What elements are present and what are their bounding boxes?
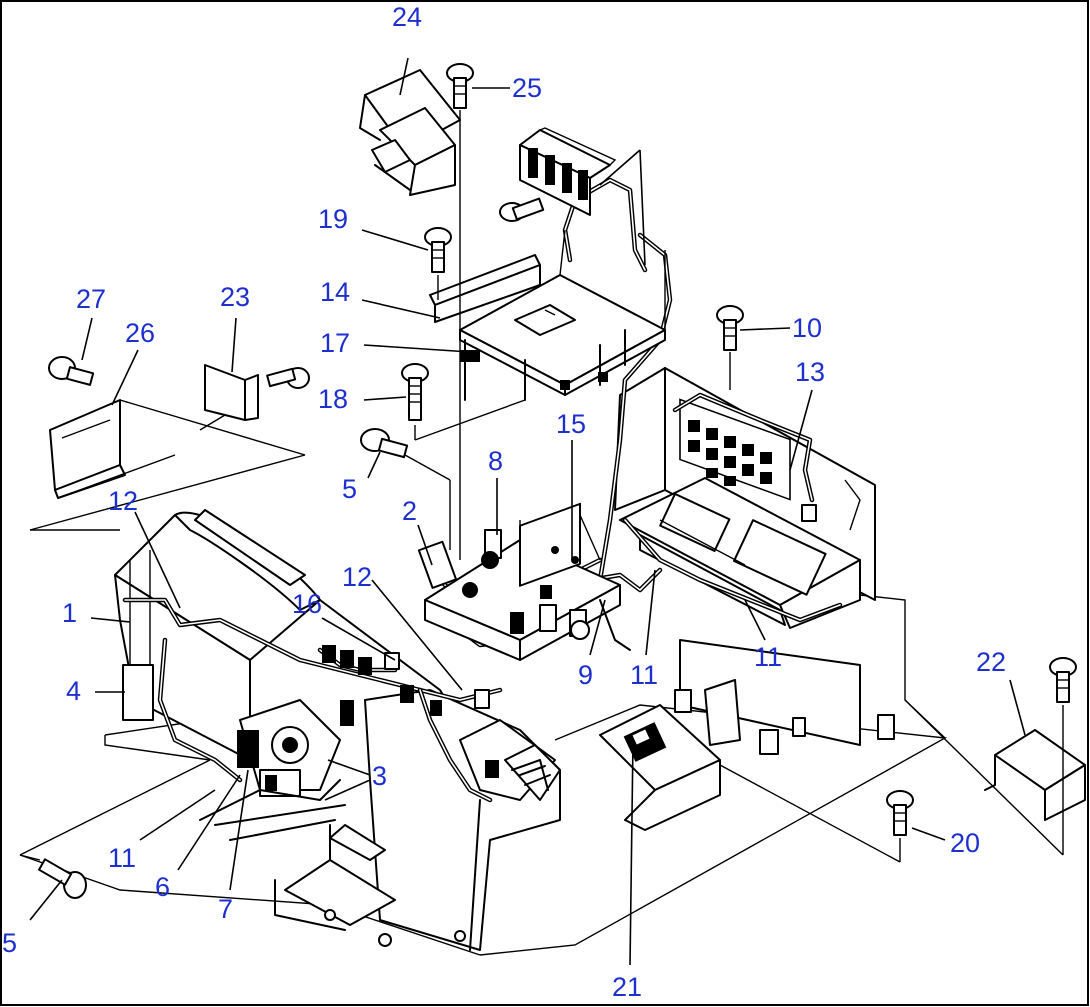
bolt-18 bbox=[401, 363, 526, 441]
callout-17: 17 bbox=[320, 328, 350, 358]
bracket-24 bbox=[359, 69, 461, 196]
callout-5-upper: 5 bbox=[342, 474, 357, 504]
leader-lines bbox=[29, 57, 1026, 966]
relay-grid bbox=[688, 420, 772, 486]
center-mechanism bbox=[199, 699, 346, 841]
callout-12-left: 12 bbox=[108, 486, 138, 516]
floor-components bbox=[674, 639, 895, 755]
connector-bolt bbox=[499, 197, 545, 222]
callout-12-right: 12 bbox=[342, 562, 372, 592]
bolt-25 bbox=[446, 63, 474, 560]
callout-3: 3 bbox=[372, 761, 387, 791]
callout-11-left: 11 bbox=[108, 843, 136, 873]
bolt-27 bbox=[48, 356, 95, 386]
callout-15: 15 bbox=[556, 409, 586, 439]
bolt-5-lower bbox=[19, 854, 87, 899]
callout-11-center: 11 bbox=[630, 660, 658, 690]
bolt-22 bbox=[1049, 657, 1077, 855]
callout-6: 6 bbox=[155, 872, 170, 902]
callout-11-right: 11 bbox=[754, 642, 782, 672]
bracket-23 bbox=[199, 364, 310, 431]
callout-26: 26 bbox=[125, 318, 155, 348]
left-console bbox=[114, 509, 561, 951]
callout-13: 13 bbox=[795, 357, 825, 387]
bracket-21 bbox=[599, 704, 721, 831]
callout-9: 9 bbox=[578, 660, 593, 690]
bracket-26 bbox=[49, 399, 306, 499]
controller-box bbox=[619, 477, 861, 629]
callout-10: 10 bbox=[792, 313, 822, 343]
callout-2: 2 bbox=[402, 496, 417, 526]
callout-labels: 24 25 19 14 17 18 10 13 15 8 2 5 12 16 9… bbox=[2, 2, 1006, 1002]
harness-connectors bbox=[322, 645, 499, 778]
callout-1: 1 bbox=[62, 598, 77, 628]
connector-block bbox=[519, 127, 617, 216]
callout-25: 25 bbox=[512, 73, 542, 103]
callout-20: 20 bbox=[950, 828, 980, 858]
bolt-10 bbox=[716, 305, 744, 390]
callout-16: 16 bbox=[292, 589, 322, 619]
bolt-5-upper bbox=[360, 428, 451, 550]
callout-4: 4 bbox=[66, 676, 81, 706]
callout-27: 27 bbox=[76, 284, 106, 314]
callout-23: 23 bbox=[220, 282, 250, 312]
bolt-20 bbox=[719, 699, 1064, 863]
bracket-22 bbox=[984, 729, 1086, 821]
callout-8: 8 bbox=[488, 446, 503, 476]
callout-7: 7 bbox=[218, 894, 233, 924]
callout-5-lower: 5 bbox=[2, 928, 17, 958]
callout-19: 19 bbox=[318, 204, 348, 234]
bolt-19 bbox=[424, 227, 452, 300]
callout-22: 22 bbox=[976, 647, 1006, 677]
callout-14: 14 bbox=[320, 277, 350, 307]
callout-21: 21 bbox=[612, 972, 642, 1002]
callout-18: 18 bbox=[318, 384, 348, 414]
callout-24: 24 bbox=[392, 2, 422, 32]
